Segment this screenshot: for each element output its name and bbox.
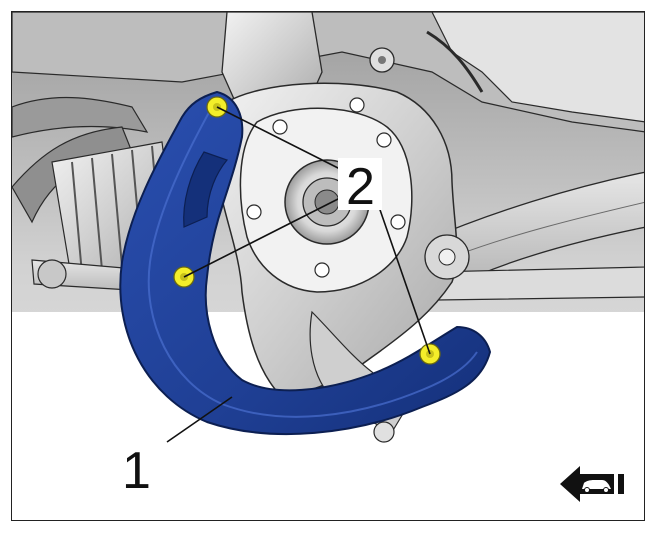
callout-2-background [338,158,382,210]
leader-line-2-middle [183,197,341,278]
callout-1: 1 [122,442,151,500]
illustration-frame: 2 1 [11,11,645,521]
hub-stud [349,97,365,113]
hub-stud [272,119,288,135]
brake-line [426,30,484,93]
hub-stud [246,204,262,220]
hub-stud [376,132,392,148]
splash-shield-cutout [183,151,229,228]
leader-lines [166,106,431,443]
hub-stud [314,262,330,278]
coolant-hose [12,96,149,138]
hub-studs [246,97,406,278]
ball-joint [373,421,395,443]
control-arm-rib [451,201,644,258]
forward-direction-car-arrow-icon [560,466,624,502]
leader-line-2-upper [216,106,343,171]
leader-line-1 [166,396,233,443]
knuckle-boss-right-bolt [438,248,456,266]
axle-nut [314,189,340,215]
tie-rod-end [37,259,67,289]
upper-mount-bolt-center [378,56,386,64]
lower-control-arm [421,171,644,288]
leader-line-2-lower [377,203,431,355]
callout-2: 2 [346,158,375,216]
hub-stud [390,214,406,230]
splash-shield-rim [147,106,478,418]
suspension-illustration: 2 1 [12,12,644,520]
